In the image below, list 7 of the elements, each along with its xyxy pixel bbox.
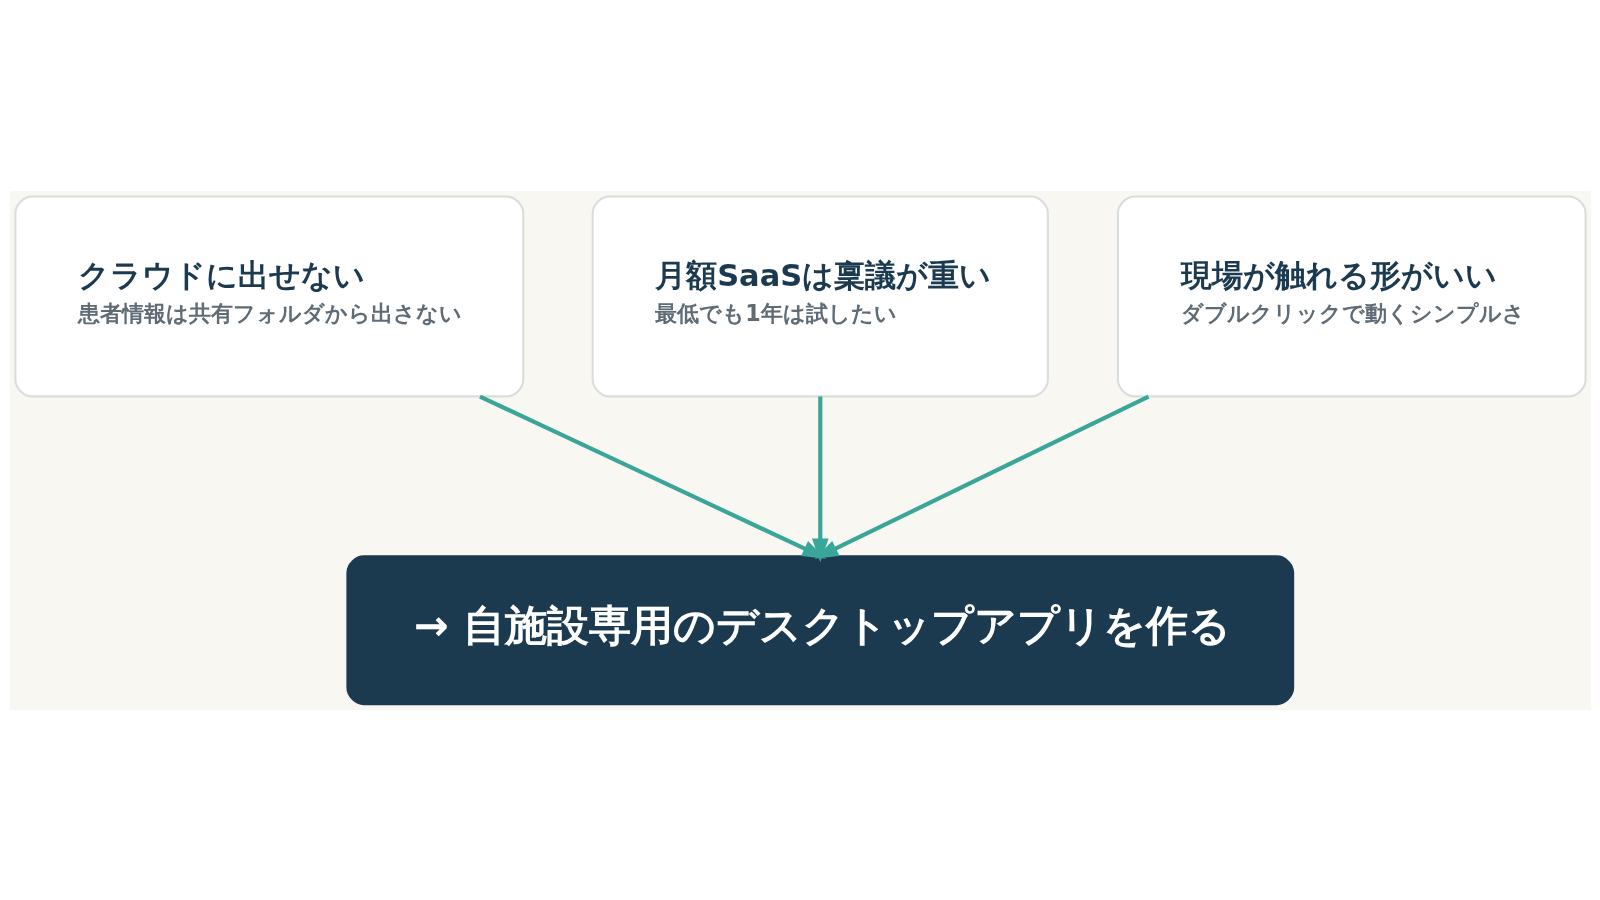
- node-box: クラウドに出せない 患者情報は共有フォルダから出さない: [13, 195, 524, 397]
- arrow: [814, 394, 1149, 559]
- arrow: [811, 396, 829, 562]
- node-box: 現場が触れる形がいい ダブルクリックで動くシンプルさ: [1116, 195, 1587, 397]
- node-box: → 自施設専用のデスクトップアプリを作る: [345, 554, 1294, 705]
- arrow: [478, 394, 826, 559]
- node-box: 月額SaaSは稟議が重い 最低でも1年は試したい: [591, 195, 1049, 397]
